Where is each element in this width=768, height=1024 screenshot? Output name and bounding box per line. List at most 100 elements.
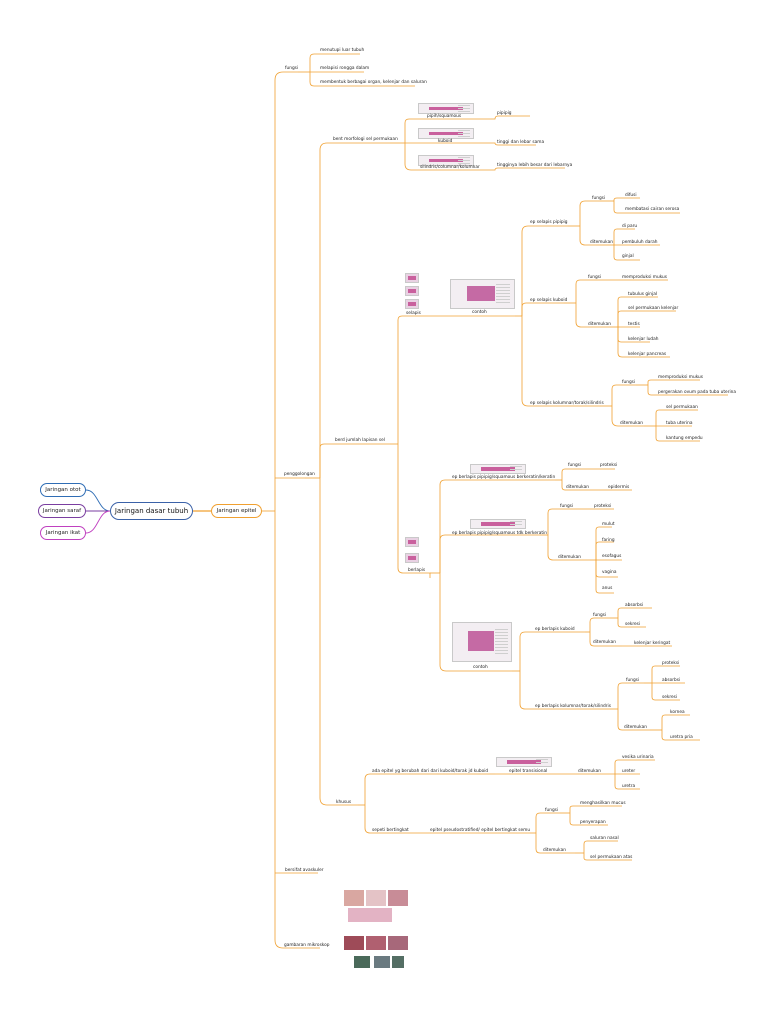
branch-jaringan-ikat[interactable]: Jaringan ikat (40, 526, 86, 540)
node-berlapis-kuboid-absorbsi[interactable]: absorbsi (625, 603, 644, 608)
node-selapis-pipih-fungsi[interactable]: fungsi (592, 196, 606, 201)
micro-photo-2 (366, 890, 386, 906)
node-bertingkat-nasal[interactable]: saluran nasal (590, 836, 619, 841)
node-silindris-desc[interactable]: tingginya lebih besar dari lebarnya (497, 163, 573, 168)
node-selapis-silindris-permukaan[interactable]: sel permukaan (666, 405, 698, 410)
node-berlapis-pipih-keratin[interactable]: ep berlapis pipipig/squamous berkeratin/… (452, 475, 556, 480)
node-fungsi[interactable]: fungsi (285, 66, 299, 71)
node-bertingkat-penyerapan[interactable]: penyerapan (580, 820, 606, 825)
node-berlapis-contoh[interactable]: contoh (473, 665, 488, 670)
node-selapis-silindris-fungsi[interactable]: fungsi (622, 380, 636, 385)
node-silindris[interactable]: silindris/columnar/kolumnar (420, 165, 480, 170)
node-berlapis[interactable]: berlapis (408, 568, 426, 573)
branch-jaringan-otot[interactable]: Jaringan otot (40, 483, 86, 497)
node-pipih-squamous[interactable]: pipih/squamous (427, 114, 462, 119)
node-selapis-silindris-ovum[interactable]: pergerakan ovum pada tuba uterina (658, 390, 737, 395)
central-topic[interactable]: Jaringan dasar tubuh (110, 502, 193, 520)
node-berlapis-pipih-non[interactable]: ep berlapis pipipig/squamous tdk berkera… (452, 531, 548, 536)
node-selapis-pipih-serosa[interactable]: membatasi cairan serosa (625, 207, 680, 212)
node-selapis-kuboid-tubulus[interactable]: tubulus ginjal (628, 292, 658, 297)
node-selapis-pipih-pembuluh[interactable]: pembuluh darah (622, 240, 658, 245)
node-berlapis-silindris-fungsi[interactable]: fungsi (626, 678, 640, 683)
node-khusus[interactable]: khusus (336, 800, 352, 805)
node-bertingkat-mucus[interactable]: menghasilkan mucus (580, 801, 626, 806)
node-selapis-kuboid-ditemukan[interactable]: ditemukan (588, 322, 611, 327)
node-fungsi-item-1[interactable]: menutupi luar tubuh (320, 48, 365, 53)
node-fungsi-item-2[interactable]: melapisi rongga dalam (320, 66, 370, 71)
node-berlapis-silindris-proteksi[interactable]: proteksi (662, 661, 680, 666)
node-gambaran-mikroskop[interactable]: gambaran mikroskop (284, 943, 330, 948)
node-selapis-contoh[interactable]: contoh (472, 310, 487, 315)
selapis-image-1 (405, 273, 419, 283)
node-penggolongan[interactable]: penggolongan (284, 472, 315, 477)
node-berlapis-kuboid[interactable]: ep berlapis kuboid (535, 627, 575, 632)
node-berlapis-keratin-ditemukan[interactable]: ditemukan (566, 485, 589, 490)
node-selapis-silindris-empedu[interactable]: kantung empedu (666, 436, 703, 441)
node-berlapis-silindris-sekresi[interactable]: sekresi (662, 695, 678, 700)
node-selapis-kuboid-testis[interactable]: testis (628, 322, 640, 327)
branch-jaringan-epitel[interactable]: Jaringan epitel (211, 504, 262, 518)
node-selapis-kuboid-kelenjar[interactable]: sel permukaan kelenjar (628, 306, 679, 311)
node-bertingkat-branch[interactable]: sepeti bertingkat (372, 828, 409, 833)
node-berlapis-non-esofagus[interactable]: esofagus (602, 554, 622, 559)
node-selapis-silindris-ditemukan[interactable]: ditemukan (620, 421, 643, 426)
node-berlapis-kuboid-ditemukan[interactable]: ditemukan (593, 640, 616, 645)
node-bersifat-avaskuler[interactable]: bersifat avaskuler (285, 868, 324, 873)
node-berlapis-keratin-fungsi[interactable]: fungsi (568, 463, 582, 468)
berlapis-contoh-image (452, 622, 512, 662)
node-berlapis-non-proteksi[interactable]: proteksi (594, 504, 612, 509)
branch-jaringan-saraf[interactable]: Jaringan saraf (38, 504, 86, 518)
node-berlapis-kuboid-keringat[interactable]: kelenjar keringat (634, 641, 671, 646)
node-selapis-kuboid-ludah[interactable]: kelenjar ludah (628, 337, 659, 342)
node-selapis-pipih-difusi[interactable]: difusi (625, 193, 637, 198)
node-berlapis-keratin-proteksi[interactable]: proteksi (600, 463, 618, 468)
node-selapis-kuboid-fungsi[interactable]: fungsi (588, 275, 602, 280)
node-berlapis-non-vagina[interactable]: vagina (602, 570, 617, 575)
berlapis-image-2 (405, 553, 419, 563)
node-berlapis-kuboid-fungsi[interactable]: fungsi (593, 613, 607, 618)
node-berlapis-silindris-kornea[interactable]: kornea (670, 710, 685, 715)
node-fungsi-item-3[interactable]: membentuk berbagai organ, kelenjar dan s… (320, 80, 427, 85)
node-transisional-branch[interactable]: ada epitel yg berubah dari dari kuboid/t… (372, 769, 489, 774)
node-bertingkat[interactable]: epitel pseudostratified/ epitel bertingk… (430, 828, 531, 833)
node-transisional-ditemukan[interactable]: ditemukan (578, 769, 601, 774)
node-selapis-pipih-paru[interactable]: di paru (622, 224, 638, 229)
node-bertingkat-fungsi[interactable]: fungsi (545, 808, 559, 813)
micro-photo-7 (388, 936, 408, 950)
node-berlapis-non-anus[interactable]: anus (602, 586, 613, 591)
node-kuboid-desc[interactable]: tinggi dan lebar sama (497, 140, 545, 145)
node-selapis-pipih[interactable]: ep selapis pipipig (530, 220, 568, 225)
connector-ikat (85, 510, 111, 534)
node-jumlah-lapisan[interactable]: berd jumlah lapisan sel (335, 438, 385, 443)
node-selapis-pipih-ginjal[interactable]: ginjal (622, 254, 634, 259)
node-berlapis-silindris-uretra[interactable]: uretra pria (670, 735, 693, 740)
node-berlapis-keratin-epidermis[interactable]: epidermis (608, 485, 630, 490)
node-morfologi[interactable]: bent morfologi sel permukaan (333, 137, 398, 142)
node-selapis-silindris[interactable]: ep selapis kolumnar/torak/silindris (530, 401, 604, 406)
node-transisional-ureter[interactable]: ureter (622, 769, 636, 774)
node-transisional-uretra[interactable]: uretra (622, 784, 636, 789)
node-berlapis-silindris[interactable]: ep berlapis kolumnar/torak/silindris (535, 704, 611, 709)
node-berlapis-silindris-absorbsi[interactable]: absorbsi (662, 678, 681, 683)
node-berlapis-silindris-ditemukan[interactable]: ditemukan (624, 725, 647, 730)
node-transisional-vesika[interactable]: vesika urinaria (622, 755, 654, 760)
node-berlapis-non-ditemukan[interactable]: ditemukan (558, 555, 581, 560)
node-selapis-silindris-mukus[interactable]: memproduksi mukus (658, 375, 704, 380)
node-berlapis-non-mulut[interactable]: mulut (602, 522, 615, 527)
node-berlapis-non-faring[interactable]: faring (602, 538, 615, 543)
node-selapis[interactable]: selapis (406, 311, 421, 316)
node-selapis-silindris-tuba[interactable]: tuba uterina (666, 421, 693, 426)
node-berlapis-kuboid-sekresi[interactable]: sekresi (625, 622, 641, 627)
node-bertingkat-ditemukan[interactable]: ditemukan (543, 848, 566, 853)
node-transisional[interactable]: epitel transisional (509, 769, 548, 774)
node-pipih-desc[interactable]: pipipig (497, 111, 512, 116)
node-kuboid[interactable]: kuboid (438, 139, 453, 144)
node-selapis-kuboid-mukus[interactable]: memproduksi mukus (622, 275, 668, 280)
node-berlapis-non-fungsi[interactable]: fungsi (560, 504, 574, 509)
micro-photo-5 (344, 936, 364, 950)
node-selapis-pipih-ditemukan[interactable]: ditemukan (590, 240, 613, 245)
micro-photo-3 (388, 890, 408, 906)
node-selapis-kuboid-pancreas[interactable]: kelenjar pancreas (628, 352, 667, 357)
node-bertingkat-atas[interactable]: sel permukaan atas (590, 855, 633, 860)
node-selapis-kuboid[interactable]: ep selapis kuboid (530, 298, 568, 303)
